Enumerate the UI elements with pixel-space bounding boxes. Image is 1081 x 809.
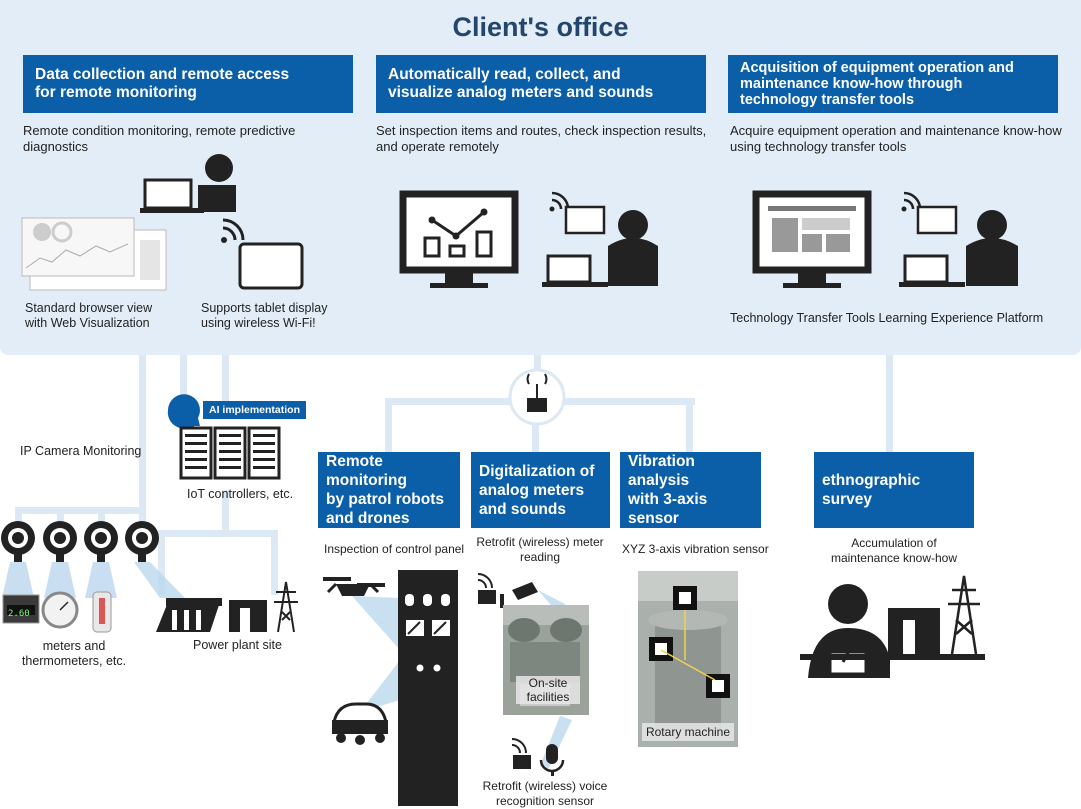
service-analog-l2: analog meters bbox=[479, 481, 585, 499]
web-visualization-screens bbox=[21, 217, 167, 291]
service-analog-l3: and sounds bbox=[479, 500, 566, 518]
service-ethnographic-survey: ethnographic survey bbox=[814, 452, 974, 528]
caption-tablet-display-l2: using wireless Wi-Fi! bbox=[201, 316, 316, 330]
control-panel-icon bbox=[398, 570, 458, 806]
desc-inspection-l2: and operate remotely bbox=[376, 139, 499, 154]
rotary-machine-photo bbox=[638, 571, 738, 747]
header-know-how-l2: maintenance know-how through bbox=[740, 76, 963, 92]
header-data-collection-l1: Data collection and remote access bbox=[35, 66, 290, 83]
laptop-user-icon bbox=[140, 154, 236, 213]
header-know-how-l3: technology transfer tools bbox=[740, 92, 915, 108]
service-patrol-robots-l3: and drones bbox=[326, 510, 410, 527]
caption-voice-l1: Retrofit (wireless) voice bbox=[482, 779, 608, 793]
header-analog-meters-l2: visualize analog meters and sounds bbox=[388, 84, 654, 101]
caption-meter-reading-l1: Retrofit (wireless) meter bbox=[476, 535, 604, 549]
label-rotary-machine: Rotary machine bbox=[642, 723, 734, 741]
caption-voice-l2: recognition sensor bbox=[495, 794, 595, 808]
drone-icon bbox=[323, 577, 385, 596]
ai-head-icon bbox=[167, 394, 200, 434]
header-know-how-l1: Acquisition of equipment operation and bbox=[740, 60, 1014, 76]
ip-camera-icons bbox=[1, 521, 185, 598]
caption-browser-view-l1: Standard browser view bbox=[25, 301, 153, 315]
power-plant-icon bbox=[156, 581, 298, 633]
operator-laptop-icon bbox=[542, 191, 658, 287]
desc-know-how: Acquire equipment operation and maintena… bbox=[730, 123, 1070, 155]
caption-learning-platform: Technology Transfer Tools Learning Exper… bbox=[730, 311, 1044, 325]
caption-meter-reading-l2: reading bbox=[519, 550, 561, 564]
caption-control-panel: Inspection of control panel bbox=[324, 542, 465, 556]
patrol-robot-icon bbox=[332, 702, 388, 745]
desc-know-how-l2: using technology transfer tools bbox=[730, 139, 907, 154]
caption-browser-view-l2: with Web Visualization bbox=[25, 316, 150, 330]
desc-know-how-l1: Acquire equipment operation and maintena… bbox=[730, 123, 1062, 138]
label-meters-l2: thermometers, etc. bbox=[21, 654, 127, 668]
ethnographic-survey-icon bbox=[800, 575, 985, 678]
learner-laptop-icon bbox=[899, 191, 1018, 287]
label-onsite-l1: On-site bbox=[528, 676, 568, 690]
header-data-collection-l2: for remote monitoring bbox=[35, 84, 197, 101]
caption-3axis-sensor: XYZ 3-axis vibration sensor bbox=[622, 542, 769, 556]
caption-know-how-l1: Accumulation of bbox=[851, 536, 937, 550]
service-vibration-l2: with 3-axis sensor bbox=[628, 491, 708, 527]
caption-know-how-l2: maintenance know-how bbox=[830, 551, 958, 565]
label-onsite-l2: facilities bbox=[526, 690, 570, 704]
label-iot-controllers: IoT controllers, etc. bbox=[187, 487, 294, 501]
office-title: Client's office bbox=[452, 12, 629, 42]
label-ip-camera: IP Camera Monitoring bbox=[20, 444, 142, 458]
robot-view-cone bbox=[360, 660, 400, 712]
tablet-wifi-icon bbox=[221, 218, 304, 290]
monitor-chart-icon bbox=[399, 190, 519, 288]
desc-remote-monitoring: Remote condition monitoring, remote pred… bbox=[23, 123, 296, 154]
vibration-sensor-chips bbox=[649, 586, 730, 698]
meter-display-value: 2.60 bbox=[8, 609, 30, 619]
learning-platform-monitor-icon bbox=[752, 190, 872, 288]
desc-inspection: Set inspection items and routes, check i… bbox=[376, 123, 716, 155]
wireless-router-icon bbox=[508, 368, 566, 426]
service-patrol-robots: Remote monitoring by patrol robots and dro… bbox=[318, 452, 460, 528]
caption-tablet-display-l1: Supports tablet display bbox=[201, 301, 328, 315]
service-analog-l1: Digitalization of bbox=[479, 462, 595, 480]
header-analog-meters-l1: Automatically read, collect, and bbox=[388, 66, 621, 83]
iot-controller-racks bbox=[179, 426, 281, 480]
label-power-plant: Power plant site bbox=[193, 638, 282, 652]
desc-inspection-l1: Set inspection items and routes, check i… bbox=[376, 123, 707, 138]
meters-thermometers-icons bbox=[2, 591, 112, 633]
voice-sensor-icon bbox=[511, 716, 572, 776]
service-vibration-l1: Vibration analysis bbox=[628, 453, 695, 489]
label-meters-l1: meters and bbox=[42, 639, 106, 653]
service-patrol-robots-l2: by patrol robots bbox=[326, 491, 444, 508]
drone-view-cone bbox=[352, 596, 400, 650]
service-patrol-robots-l1: Remote monitoring bbox=[326, 453, 407, 489]
ai-implementation-tag: AI implementation bbox=[203, 401, 307, 419]
